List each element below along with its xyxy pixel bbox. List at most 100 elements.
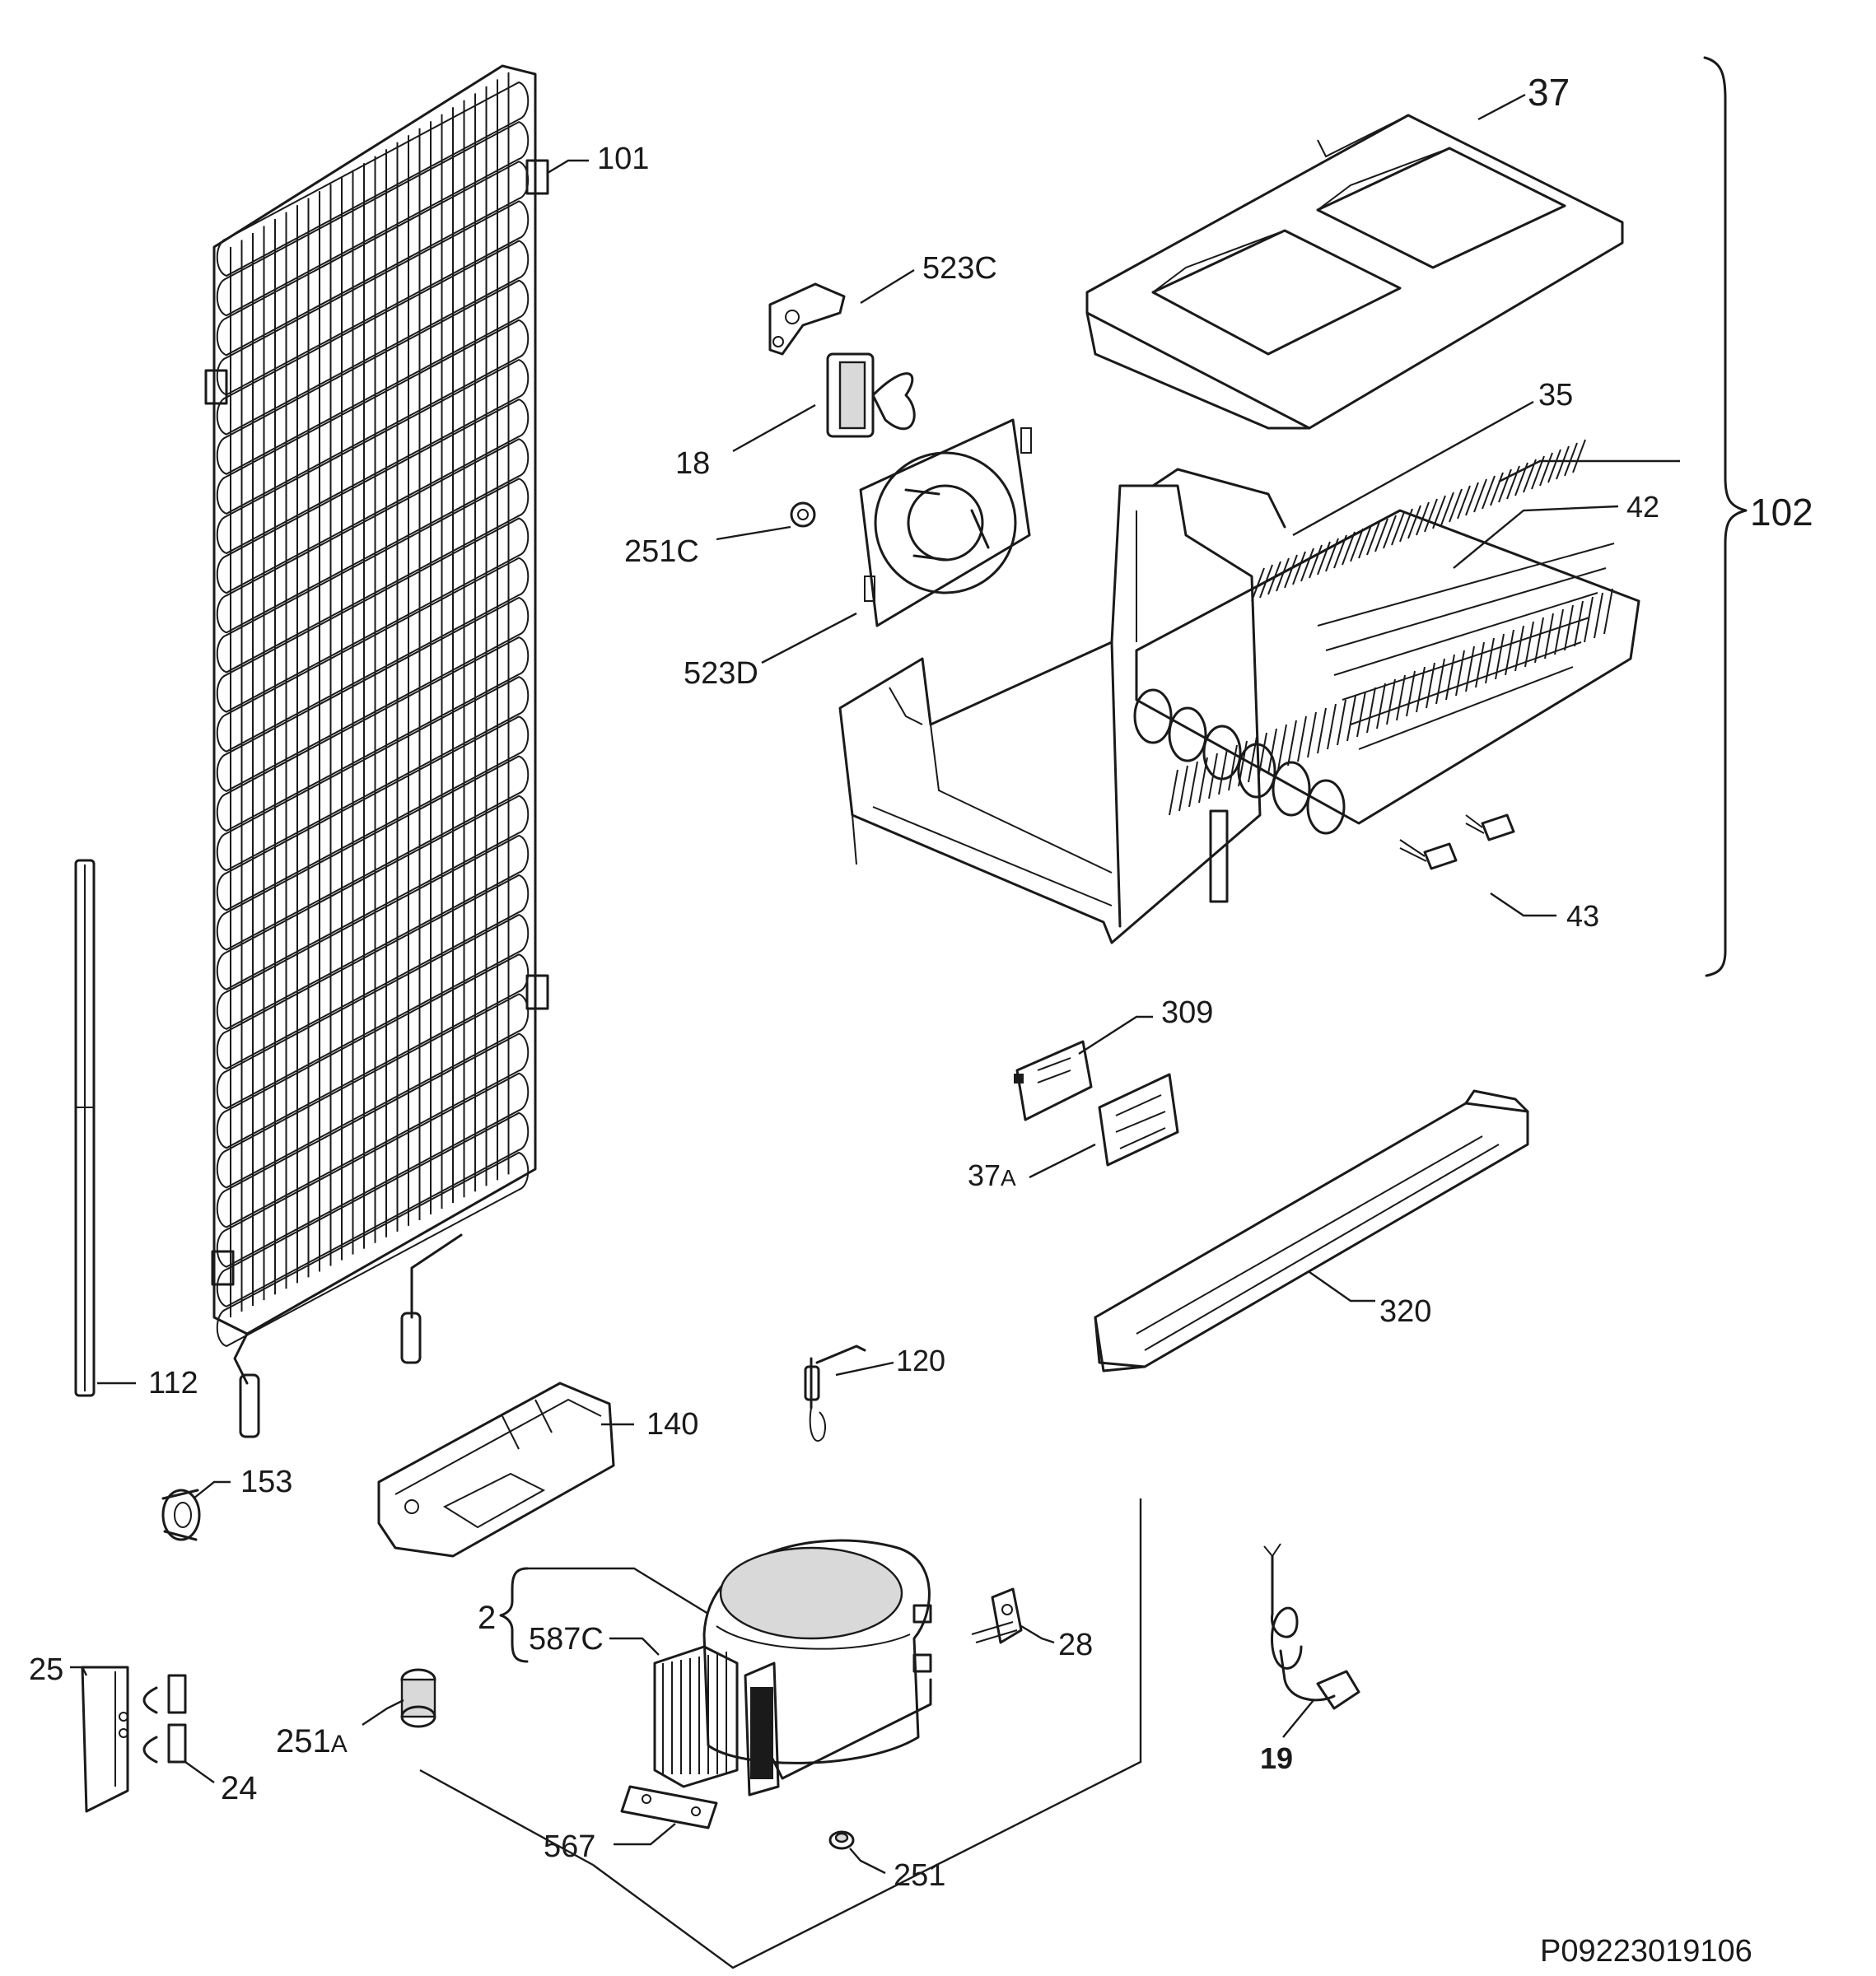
condenser-tube-loop [216,993,530,1189]
evaporator-fin [1358,524,1372,559]
evaporator-housing[interactable] [838,468,1286,944]
label-567: 567 [544,1829,595,1864]
label-35: 35 [1538,378,1573,412]
evaporator-fin [1277,724,1287,771]
evaporator-fin [1547,449,1561,483]
evaporator-loop [1202,725,1242,781]
condenser-tube-loop [216,81,530,277]
evaporator-fin [1475,641,1485,688]
evaporator-fin [1594,592,1603,639]
fan-bracket[interactable] [768,282,846,356]
condenser-tube-loop [216,438,530,634]
control-board[interactable] [1098,1073,1179,1167]
compressor[interactable] [702,1539,932,1780]
condenser-tube-loop [216,1032,530,1228]
label-251: 251 [894,1858,945,1893]
condenser-tube-loop [216,874,530,1070]
label-251a-suffix: A [331,1731,348,1758]
label-251a-number: 251 [276,1723,331,1759]
label-523c: 523C [922,251,997,286]
evaporator-fin [1544,613,1554,659]
condenser-tube-loop [216,279,530,475]
evaporator-fin [1300,548,1314,582]
wire-connectors[interactable] [1399,813,1515,870]
evaporator-fin [1366,521,1380,556]
rubber-foot[interactable] [828,1830,855,1850]
evaporator-fin [1539,452,1553,487]
label-28: 28 [1058,1628,1093,1662]
evaporator-fin [1465,645,1475,692]
label-19: 19 [1260,1741,1293,1775]
evaporator-fin [1356,691,1366,738]
evaporator-coil[interactable] [1133,439,1640,835]
hinge-assembly[interactable] [81,1666,187,1813]
drip-tray[interactable] [377,1382,615,1558]
condenser-tube-loop [216,517,530,713]
condenser-tube-loop [216,715,530,911]
label-320: 320 [1379,1294,1431,1329]
label-251a: 251A [276,1723,348,1759]
mounting-plate[interactable] [620,1785,718,1829]
condenser-tube-loop [216,200,530,396]
control-module[interactable] [1014,1040,1093,1121]
evaporator-fin [1391,511,1405,546]
evaporator-tube [1325,567,1607,651]
condenser-tube-loop [216,1112,530,1307]
part-labels: 37 101 523C 35 18 102 42 251C 523D 43 30… [29,71,1813,1893]
drain-tube[interactable] [74,859,96,1397]
condenser-tube-loop [216,596,530,793]
fan-shroud[interactable] [859,418,1032,627]
evaporator-fin [1554,608,1564,655]
wire-clip[interactable] [971,1587,1023,1644]
label-37a: 37A [968,1158,1016,1192]
evaporator-fin [1574,600,1584,647]
fan-motor[interactable] [826,352,916,438]
evaporator-fin [1424,498,1438,533]
evaporator-fin [1457,485,1471,520]
evaporator-fin [1337,699,1346,746]
evaporator-fin [1292,551,1306,585]
temperature-sensor[interactable] [804,1345,866,1442]
assembly-bracket-102 [1703,56,1748,977]
fan-gasket[interactable] [790,501,816,528]
starter-relay[interactable] [653,1645,780,1797]
evaporator-fin [1366,687,1376,734]
evaporator-fin [1309,544,1323,579]
evaporator-fin [1307,711,1317,758]
evaporator-cover[interactable] [1085,114,1624,430]
compressor-group-outline [419,1498,1142,1969]
condenser-tube-loop [216,636,530,832]
evaporator-fin [1287,720,1297,767]
evaporator-fin [1514,625,1524,672]
evaporator-fin [1449,488,1463,523]
evaporator-fin [1258,732,1267,779]
evaporator-fin [1482,475,1496,510]
condenser-tube-loop [216,914,530,1110]
label-101: 101 [597,142,649,176]
evaporator-tube [1317,543,1615,627]
label-587c: 587C [529,1622,604,1657]
evaporator-fin [1445,654,1455,701]
condenser-tube-loop [216,478,530,673]
condenser-tube-loop [216,795,530,990]
leader-lines [70,93,1680,1875]
evaporator-fin [1490,472,1504,506]
evaporator-fin [1416,666,1426,713]
evaporator-fin [1317,541,1331,576]
label-140: 140 [646,1407,698,1442]
label-37a-number: 37 [968,1158,1001,1192]
grommet[interactable] [400,1668,436,1728]
evaporator-loop [1133,688,1173,744]
evaporator-loop [1306,779,1346,835]
door-trim[interactable] [1094,1089,1529,1372]
evaporator-fin [1524,621,1534,668]
label-251c: 251C [624,534,699,569]
label-25: 25 [29,1652,63,1687]
evaporator-fin [1267,728,1277,775]
evaporator-fin [1188,761,1198,808]
bushing[interactable] [161,1489,201,1541]
evaporator-fin [1584,596,1594,643]
condenser-coil[interactable] [204,64,549,1438]
power-cord[interactable] [1263,1543,1360,1710]
